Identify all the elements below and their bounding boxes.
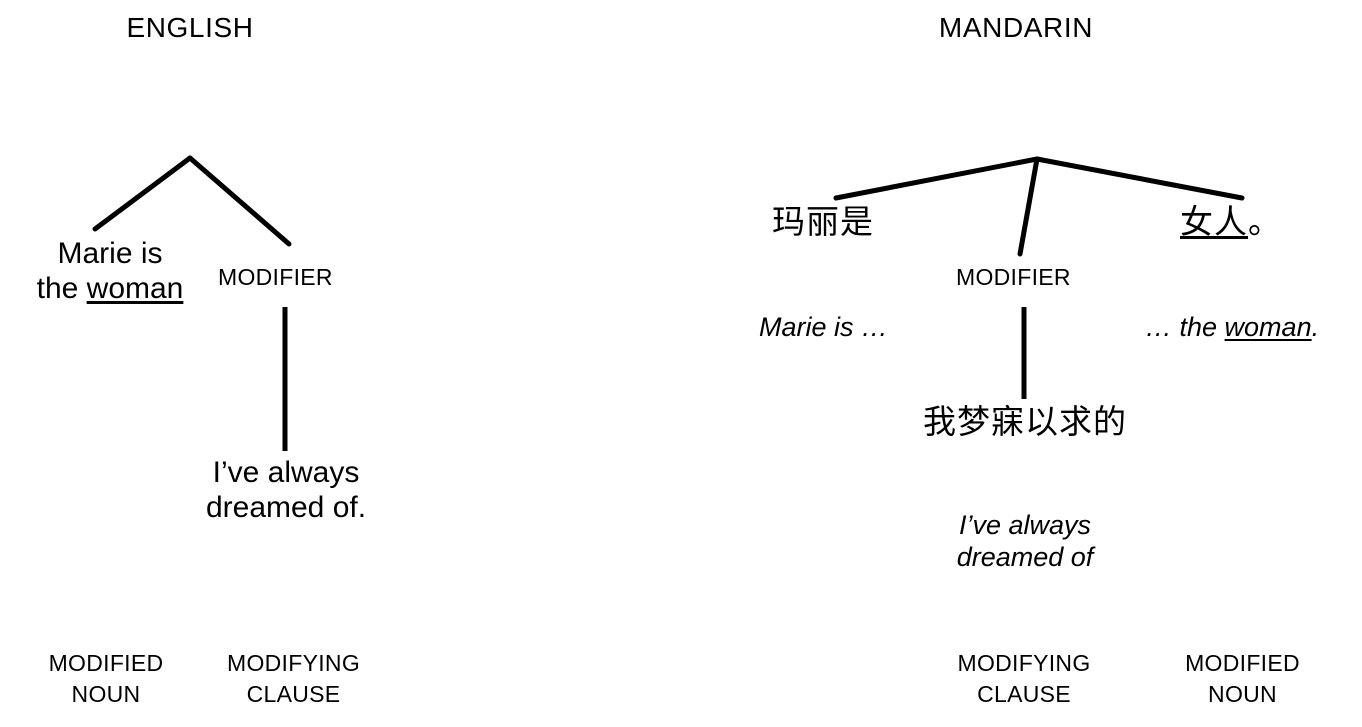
mandarin-left-chunk-chinese: 玛丽是 bbox=[772, 202, 874, 241]
english-modifying-clause-text: I’ve always dreamed of. bbox=[175, 455, 397, 526]
english-clause-line1: I’ve always bbox=[212, 456, 360, 489]
mandarin-modifying-clause-gloss: I’ve always dreamed of bbox=[910, 510, 1140, 574]
mandarin-left-chunk-gloss: Marie is … bbox=[759, 312, 889, 342]
english-head-noun-phrase: Marie is the woman bbox=[10, 236, 210, 307]
english-head-line1: Marie is bbox=[57, 237, 163, 270]
english-head-line2-underlined: woman bbox=[86, 272, 184, 306]
mandarin-right-gloss-suffix: . bbox=[1311, 312, 1320, 342]
english-modifier-label: MODIFIER bbox=[218, 264, 333, 290]
mandarin-right-chunk-chinese: 女人。 bbox=[1180, 202, 1282, 242]
mandarin-branch-right bbox=[1034, 156, 1245, 201]
mandarin-right-chinese-underlined: 女人 bbox=[1180, 202, 1248, 241]
mandarin-clause-gloss-line1: I’ve always bbox=[958, 510, 1092, 540]
english-foot-label-right: MODIFYING CLAUSE bbox=[226, 650, 361, 708]
english-foot-label-left: MODIFIED NOUN bbox=[48, 650, 164, 708]
mandarin-branch-left bbox=[833, 156, 1040, 201]
mandarin-foot-label-left: MODIFYING CLAUSE bbox=[957, 650, 1091, 708]
mandarin-modifier-label: MODIFIER bbox=[956, 264, 1071, 290]
panel-title-mandarin: MANDARIN bbox=[938, 12, 1094, 43]
mandarin-right-chinese-punct: 。 bbox=[1248, 202, 1282, 241]
english-tree-branches bbox=[92, 155, 292, 247]
english-branch-right bbox=[187, 155, 292, 247]
mandarin-right-chunk-gloss: … the woman. bbox=[1145, 312, 1319, 344]
english-branch-left bbox=[92, 155, 193, 232]
mandarin-modifying-clause-chinese: 我梦寐以求的 bbox=[923, 402, 1127, 441]
mandarin-right-gloss-underlined: woman bbox=[1224, 312, 1312, 342]
english-head-line2-prefix: the bbox=[36, 272, 87, 306]
panel-title-english: ENGLISH bbox=[126, 12, 254, 43]
mandarin-clause-gloss-line2: dreamed of bbox=[956, 541, 1094, 572]
mandarin-foot-label-right: MODIFIED NOUN bbox=[1185, 650, 1300, 708]
english-clause-line2: dreamed of. bbox=[205, 491, 367, 525]
mandarin-right-gloss-prefix: … the bbox=[1145, 312, 1225, 342]
mandarin-branch-middle bbox=[1017, 156, 1040, 257]
